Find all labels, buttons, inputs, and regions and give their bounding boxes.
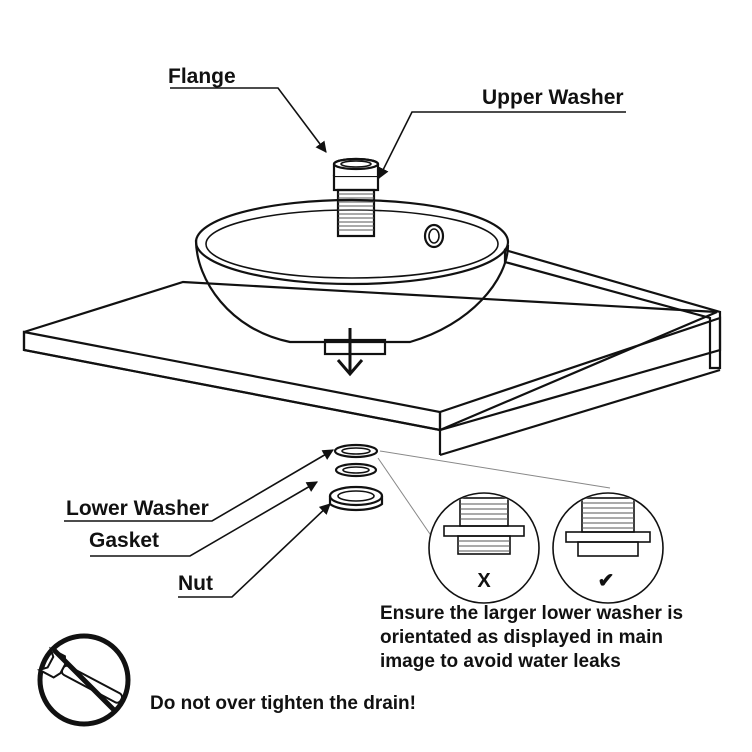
x-mark-icon: X — [477, 570, 491, 592]
orientation-note-line1: Ensure the larger lower washer is — [380, 603, 683, 624]
gasket-part — [334, 462, 378, 478]
overflow-hole — [423, 223, 445, 249]
flange-part — [332, 157, 380, 238]
nut-part — [328, 485, 384, 512]
correct-orientation-detail: ✔ — [552, 492, 664, 604]
check-mark-icon: ✔ — [598, 570, 615, 592]
leader-lines — [64, 87, 626, 598]
orientation-note-line3: image to avoid water leaks — [380, 651, 621, 672]
down-arrow-icon — [336, 328, 364, 377]
lower-washer-label: Lower Washer — [66, 497, 209, 520]
orientation-note-line2: orientated as displayed in main — [380, 627, 663, 648]
lower-washer-part — [333, 443, 379, 459]
wrong-orientation-detail: X — [428, 492, 540, 604]
flange-label: Flange — [168, 65, 236, 88]
countertop — [22, 248, 722, 457]
no-wrench-icon — [36, 633, 131, 727]
nut-label: Nut — [178, 572, 213, 595]
upper-washer-label: Upper Washer — [482, 86, 624, 109]
warning-text: Do not over tighten the drain! — [150, 693, 416, 714]
vessel-basin — [194, 198, 510, 356]
gasket-label: Gasket — [89, 529, 159, 552]
